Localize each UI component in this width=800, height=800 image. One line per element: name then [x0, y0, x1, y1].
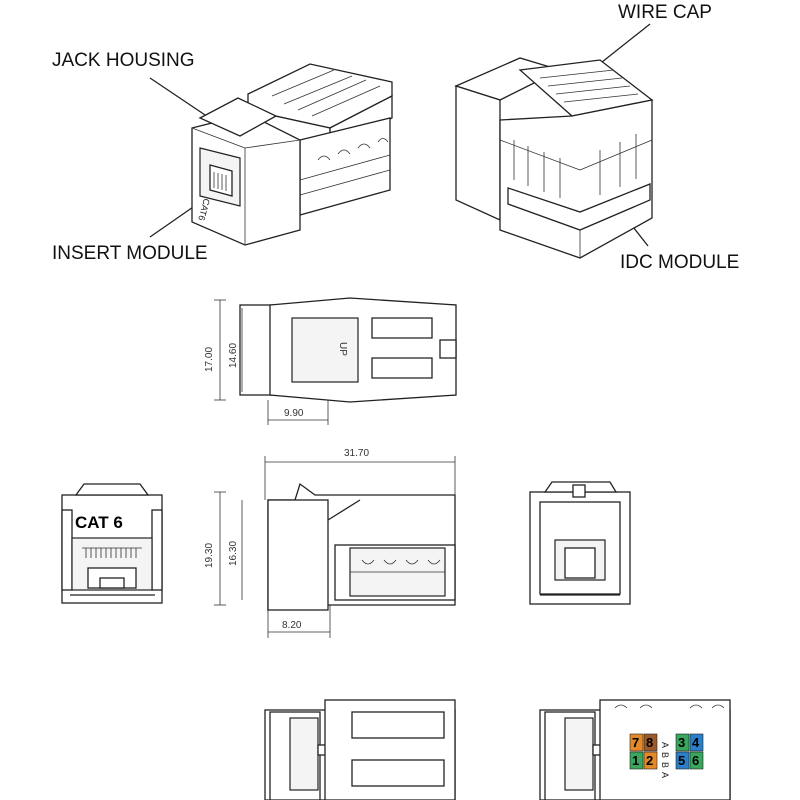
idc-module-label: IDC MODULE	[620, 252, 739, 273]
front-face-marking: CAT 6	[75, 513, 123, 532]
wire-pin-1-label: 1	[632, 753, 639, 768]
bottom-view-right-drawing	[539, 699, 731, 800]
ab-marking-a: A	[660, 742, 670, 748]
wire-pin-8-swatch	[643, 733, 658, 752]
wire-pin-3-swatch	[675, 733, 690, 752]
ab-marking-b: B	[660, 752, 670, 758]
dim-side-depth: 8.20	[282, 620, 302, 631]
side-view-drawing	[267, 482, 456, 611]
wire-pin-6-label: 6	[692, 753, 699, 768]
ab-marking-b2: B	[660, 762, 670, 768]
dim-top-depth: 9.90	[284, 408, 304, 419]
wire-pin-5-label: 5	[678, 753, 685, 768]
dim-top-inner: 14.60	[228, 343, 239, 368]
insert-module-label: INSERT MODULE	[52, 243, 208, 264]
wire-pin-7-label: 7	[632, 735, 639, 750]
bottom-view-left-drawing	[264, 699, 456, 800]
front-view-drawing: CAT 6	[61, 483, 163, 604]
wire-pin-2-label: 2	[646, 753, 653, 768]
wire-pin-3-label: 3	[678, 735, 685, 750]
rear-view-drawing	[529, 481, 631, 605]
wire-pin-6-swatch	[689, 751, 704, 770]
wire-pin-4-label: 4	[692, 735, 700, 750]
wire-pin-4-swatch	[689, 733, 704, 752]
dim-top-height: 17.00	[204, 347, 215, 372]
wire-pin-8-label: 8	[646, 735, 653, 750]
jack-housing-label: JACK HOUSING	[52, 50, 195, 71]
dim-side-length: 31.70	[344, 448, 369, 459]
dim-side-inner: 16.30	[228, 541, 239, 566]
side-view-dimensions: 31.70 19.30 16.30 8.20	[204, 448, 456, 638]
ab-marking-a2: A	[660, 772, 670, 778]
wire-cap-label: WIRE CAP	[618, 2, 712, 23]
top-view-dimensions: 17.00 14.60 9.90	[204, 299, 329, 425]
up-marking: UP	[337, 342, 348, 356]
wire-pin-5-swatch	[675, 751, 690, 770]
isometric-rear-view	[454, 57, 654, 259]
wire-pin-7-swatch	[629, 733, 644, 752]
top-view-drawing: UP	[239, 297, 457, 403]
dim-side-height: 19.30	[204, 543, 215, 568]
wire-pin-2-swatch	[643, 751, 658, 770]
isometric-front-view: CAT6	[191, 63, 393, 246]
wire-pin-1-swatch	[629, 751, 644, 770]
